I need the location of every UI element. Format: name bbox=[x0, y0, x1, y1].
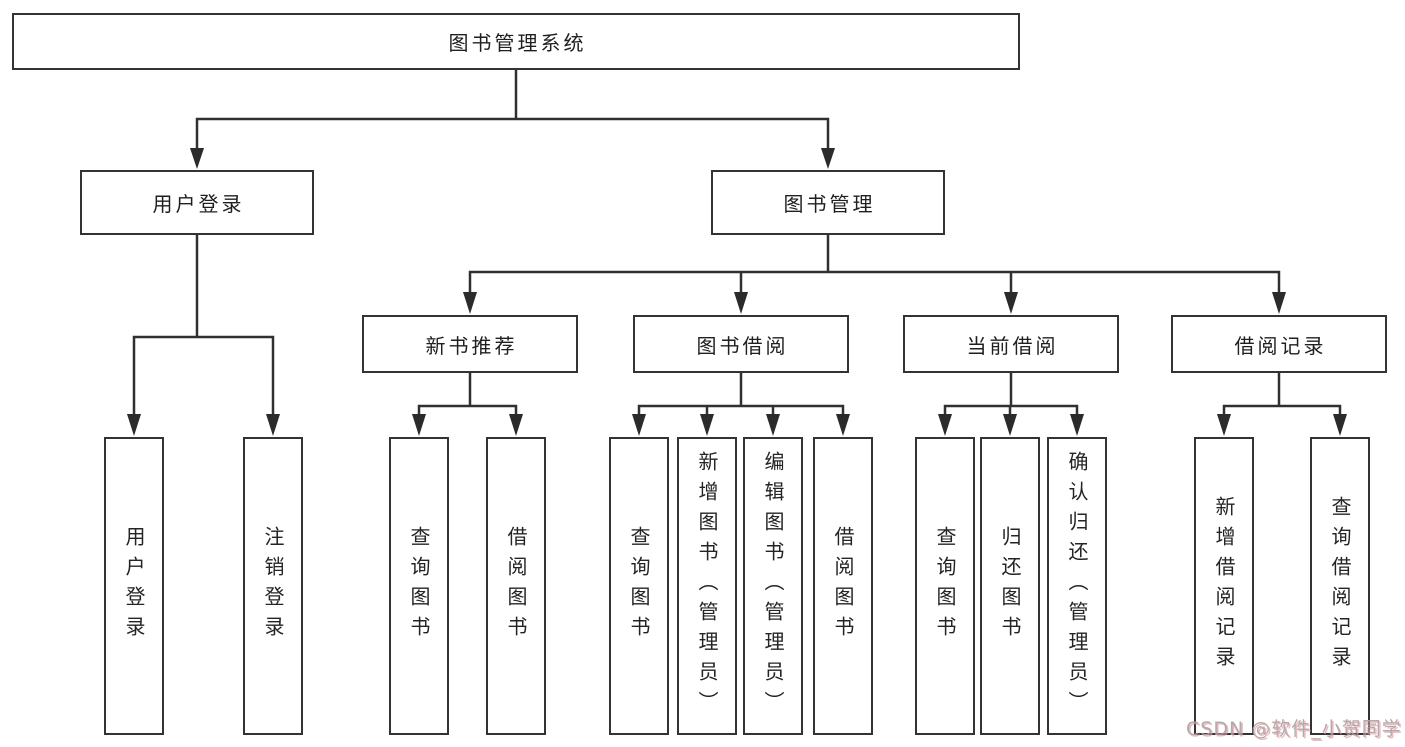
csdn-watermark: CSDN @软件_小贺同学 bbox=[1186, 718, 1402, 740]
leaf-query-books-current: 查询图书 bbox=[915, 437, 975, 735]
node-current-borrow: 当前借阅 bbox=[903, 315, 1119, 373]
connector-borrow-leaves bbox=[637, 371, 845, 419]
arrowhead-records-query bbox=[1333, 414, 1347, 436]
arrowhead-current-confirm bbox=[1070, 414, 1084, 436]
leaf-label: 查询图书 bbox=[933, 526, 957, 646]
node-borrow-records: 借阅记录 bbox=[1171, 315, 1387, 373]
arrowhead-borrow-edit bbox=[766, 414, 780, 436]
leaf-label: 查询图书 bbox=[627, 526, 651, 646]
leaf-label: 注销登录 bbox=[261, 526, 285, 646]
node-book-management: 图书管理 bbox=[711, 170, 945, 235]
leaf-edit-books-admin: 编辑图书（管理员） bbox=[743, 437, 803, 735]
leaf-label: 查询图书 bbox=[407, 526, 431, 646]
leaf-confirm-return-admin: 确认归还（管理员） bbox=[1047, 437, 1107, 735]
arrowhead-user-login bbox=[190, 148, 204, 169]
leaf-borrow-books-recommend: 借阅图书 bbox=[486, 437, 546, 735]
arrowhead-book-borrow bbox=[734, 292, 748, 314]
leaf-query-books-recommend: 查询图书 bbox=[389, 437, 449, 735]
arrowhead-book-management bbox=[821, 148, 835, 169]
arrowhead-borrow-add bbox=[700, 414, 714, 436]
leaf-label: 新增图书（管理员） bbox=[695, 451, 719, 721]
connector-root-to-level2 bbox=[195, 68, 830, 152]
leaf-label: 归还图书 bbox=[998, 526, 1022, 646]
arrowhead-leaf-user-login bbox=[127, 414, 141, 436]
node-book-borrow: 图书借阅 bbox=[633, 315, 849, 373]
leaf-user-login: 用户登录 bbox=[104, 437, 164, 735]
arrowhead-current-return bbox=[1003, 414, 1017, 436]
leaf-add-books-admin: 新增图书（管理员） bbox=[677, 437, 737, 735]
connector-user-login-leaves bbox=[132, 233, 275, 417]
node-new-book-recommend: 新书推荐 bbox=[362, 315, 578, 373]
arrowhead-borrow-records bbox=[1272, 292, 1286, 314]
arrowhead-borrow-borrow bbox=[836, 414, 850, 436]
leaf-label: 查询借阅记录 bbox=[1328, 496, 1352, 676]
arrowhead-borrow-query bbox=[632, 414, 646, 436]
leaf-label: 用户登录 bbox=[122, 526, 146, 646]
arrowhead-current-query bbox=[938, 414, 952, 436]
node-root: 图书管理系统 bbox=[12, 13, 1020, 70]
arrowhead-recommend-query bbox=[412, 414, 426, 436]
arrowhead-leaf-logout bbox=[266, 414, 280, 436]
leaf-label: 确认归还（管理员） bbox=[1065, 451, 1089, 721]
leaf-label: 新增借阅记录 bbox=[1212, 496, 1236, 676]
leaf-return-books: 归还图书 bbox=[980, 437, 1040, 735]
leaf-add-borrow-record: 新增借阅记录 bbox=[1194, 437, 1254, 735]
connector-current-leaves bbox=[943, 371, 1079, 419]
leaf-borrow-books-borrow: 借阅图书 bbox=[813, 437, 873, 735]
connector-recommend-leaves bbox=[417, 371, 518, 419]
leaf-label: 编辑图书（管理员） bbox=[761, 451, 785, 721]
connector-book-mgmt-groups bbox=[468, 233, 1281, 296]
leaf-logout: 注销登录 bbox=[243, 437, 303, 735]
arrowhead-current-borrow bbox=[1004, 292, 1018, 314]
leaf-query-books-borrow: 查询图书 bbox=[609, 437, 669, 735]
leaf-label: 借阅图书 bbox=[831, 526, 855, 646]
node-user-login: 用户登录 bbox=[80, 170, 314, 235]
arrowhead-records-add bbox=[1217, 414, 1231, 436]
leaf-query-borrow-record: 查询借阅记录 bbox=[1310, 437, 1370, 735]
arrowhead-recommend-borrow bbox=[509, 414, 523, 436]
leaf-label: 借阅图书 bbox=[504, 526, 528, 646]
arrowhead-new-book-recommend bbox=[463, 292, 477, 314]
connector-records-leaves bbox=[1222, 371, 1342, 419]
